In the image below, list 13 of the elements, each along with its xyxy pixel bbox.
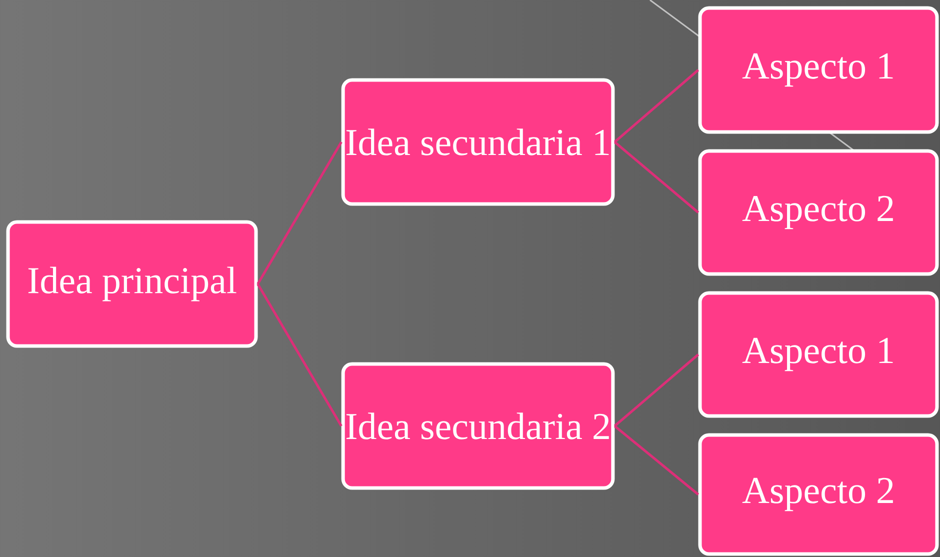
idea-box: Aspecto 2 — [698, 149, 939, 276]
idea-box: Idea principal — [6, 220, 258, 348]
connector-line — [256, 141, 342, 285]
connector-line — [614, 425, 700, 496]
connector-line — [614, 141, 700, 214]
idea-box: Idea secundaria 2 — [341, 362, 615, 490]
idea-box: Aspecto 1 — [698, 291, 939, 418]
connector-line — [614, 354, 700, 427]
idea-box: Aspecto 1 — [698, 6, 939, 134]
connector-line — [614, 69, 700, 143]
connector-line — [256, 283, 342, 427]
idea-box: Aspecto 2 — [698, 433, 939, 556]
idea-box: Idea secundaria 1 — [341, 78, 615, 206]
